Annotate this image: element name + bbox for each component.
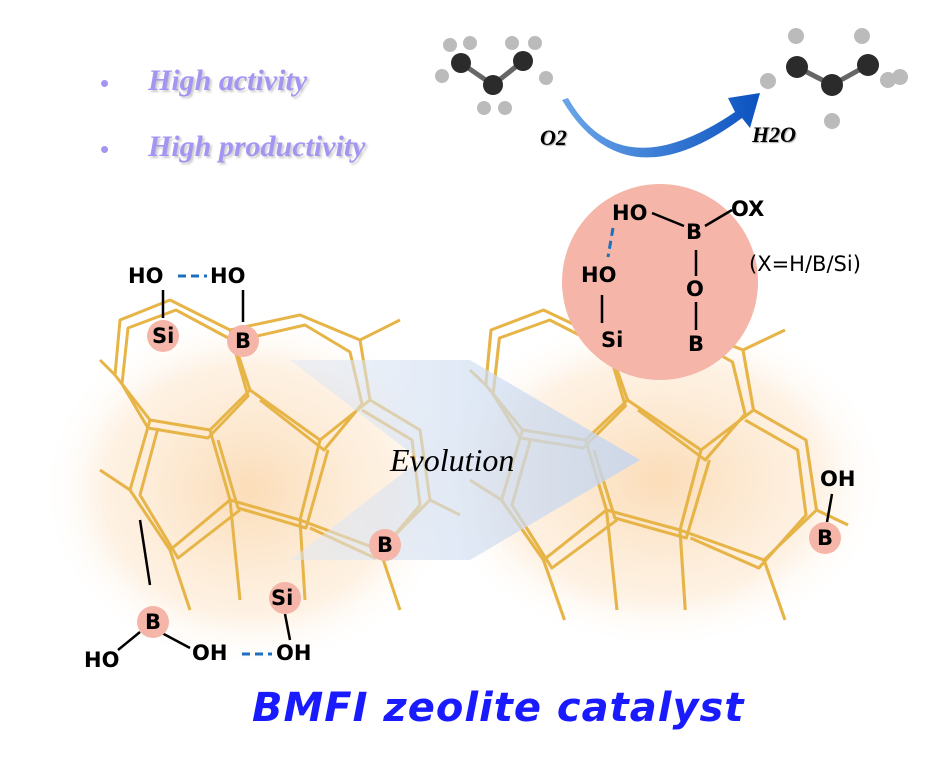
b-atom-label: B	[377, 533, 394, 557]
hydroxyl-label: HO	[581, 263, 617, 287]
b-atom-label: B	[235, 329, 252, 353]
si-atom-label: Si	[271, 586, 294, 610]
ox-label: OX	[731, 197, 765, 221]
reaction-arrow	[562, 93, 760, 158]
bullet-marker: •	[100, 134, 110, 164]
b-atom-label: B	[817, 526, 834, 550]
h2o-label: H2O	[752, 122, 796, 147]
hydroxyl-label: HO	[210, 264, 246, 288]
bullet-marker: •	[100, 68, 110, 98]
o-atom-label: O	[686, 277, 704, 301]
hydroxyl-label: OH	[820, 467, 856, 491]
hydroxyl-label: HO	[84, 648, 120, 672]
b-atom-label: B	[686, 220, 703, 244]
evolution-label: Evolution	[390, 442, 515, 478]
hydroxyl-label: HO	[612, 201, 648, 225]
figure-title: BMFI zeolite catalyst	[252, 685, 745, 731]
o2-label: O2	[540, 125, 567, 150]
hydroxyl-label: OH	[276, 641, 312, 665]
propane-molecule	[435, 36, 553, 115]
hydroxyl-label: HO	[128, 264, 164, 288]
si-atom-label: Si	[152, 324, 175, 348]
bullet-high-activity: High activity	[148, 64, 308, 97]
b-atom-label: B	[688, 332, 705, 356]
hydroxyl-label: OH	[192, 641, 228, 665]
si-atom-label: Si	[601, 328, 624, 352]
x-definition-note: (X=H/B/Si)	[749, 252, 861, 276]
b-atom-label: B	[145, 610, 162, 634]
evolution-arrow	[290, 360, 640, 560]
propene-molecule	[760, 28, 908, 129]
bullet-high-productivity: High productivity	[148, 130, 366, 163]
